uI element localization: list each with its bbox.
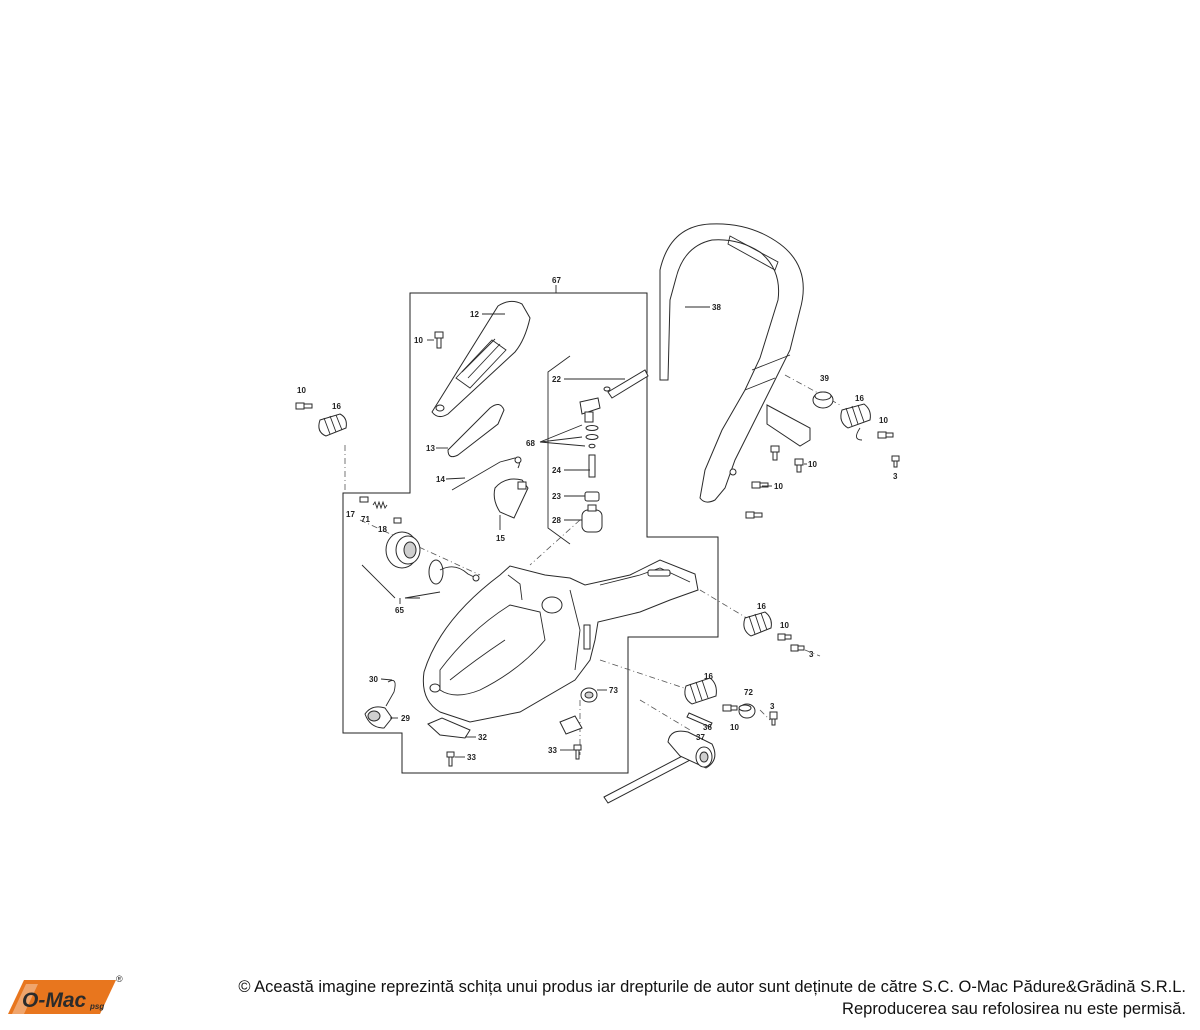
bolt-10-handle-b: [794, 458, 804, 473]
assembly-frame-67: [342, 292, 719, 774]
pin-17: [359, 496, 369, 503]
logo-shape: [8, 980, 116, 1014]
clip-33: [559, 715, 583, 735]
label-32: 32: [478, 733, 487, 742]
footer: O-Mac psg ® © Această imagine reprezintă…: [0, 962, 1200, 1030]
label-13: 13: [426, 444, 435, 453]
bolt-10-low: [722, 704, 738, 712]
copyright-notice: © Această imagine reprezintă schița unui…: [238, 976, 1186, 1020]
label-22: 22: [552, 375, 561, 384]
omac-logo: O-Mac psg ®: [8, 974, 123, 1014]
bolt-10-right: [877, 431, 894, 439]
label-33: 33: [467, 753, 476, 762]
av-spring-16-low: [684, 677, 717, 705]
label-16: 16: [855, 394, 864, 403]
av-spring-16-mid: [743, 611, 772, 637]
bolt-10-left: [295, 402, 313, 410]
pin-18: [393, 517, 402, 524]
fuel-fitting: [579, 397, 601, 415]
main-housing: [422, 559, 699, 723]
trigger-lever-13: [447, 404, 505, 458]
front-handle-38: [659, 223, 811, 503]
logo-text: O-Mac: [22, 989, 87, 1012]
label-68: 68: [526, 439, 535, 448]
registered-mark: ®: [116, 974, 123, 984]
nut-3-right: [891, 455, 900, 468]
label-65: 65: [395, 606, 404, 615]
cap-23: [584, 491, 600, 502]
wrench-37: [603, 730, 716, 804]
sleeve-39: [812, 391, 834, 409]
label-18: 18: [378, 525, 387, 534]
pin-36: [686, 712, 713, 728]
label-10: 10: [297, 386, 306, 395]
label-38: 38: [712, 303, 721, 312]
label-67: 67: [552, 276, 561, 285]
bolt-10-handle-c: [751, 481, 769, 489]
bracket-68: [547, 355, 571, 545]
label-16: 16: [704, 672, 713, 681]
label-12: 12: [470, 310, 479, 319]
grommet-73: [580, 687, 598, 703]
label-17: 17: [346, 510, 355, 519]
screw-33-right: [573, 744, 582, 760]
label-14: 14: [436, 475, 445, 484]
screw-33-left: [446, 751, 455, 767]
label-73: 73: [609, 686, 618, 695]
av-spring-16-left: [318, 413, 347, 437]
handle-cover-12: [431, 300, 531, 418]
av-spring-16-right: [840, 403, 871, 441]
tube-24: [588, 454, 596, 478]
label-30: 30: [369, 675, 378, 684]
label-10: 10: [808, 460, 817, 469]
primer-bulb-29: [364, 706, 393, 729]
logo-suffix: psg: [89, 1002, 104, 1011]
label-33: 33: [548, 746, 557, 755]
cover-32: [427, 717, 471, 739]
label-16: 16: [757, 602, 766, 611]
fuel-cap-65: [385, 531, 480, 585]
hose-30: [385, 679, 396, 707]
bolt-10-handle-d: [745, 511, 763, 519]
hose-22: [607, 369, 649, 399]
label-37: 37: [696, 733, 705, 742]
label-24: 24: [552, 466, 561, 475]
bolt-10-top: [434, 331, 444, 349]
label-10: 10: [780, 621, 789, 630]
label-10: 10: [730, 723, 739, 732]
label-36: 36: [703, 723, 712, 732]
label-3: 3: [770, 702, 775, 711]
copyright-line-2: Reproducerea sau refolosirea nu este per…: [842, 1000, 1186, 1018]
label-72: 72: [744, 688, 753, 697]
label-16: 16: [332, 402, 341, 411]
label-10: 10: [414, 336, 423, 345]
label-15: 15: [496, 534, 505, 543]
label-28: 28: [552, 516, 561, 525]
label-10: 10: [774, 482, 783, 491]
spring-71: [372, 500, 388, 510]
label-71: 71: [361, 515, 370, 524]
nut-3-mid: [790, 644, 805, 652]
label-29: 29: [401, 714, 410, 723]
fuel-filter-28: [581, 504, 603, 533]
exploded-parts-diagram: 67 12 10 10 16 13 14 15 22 68 24 23 28 1…: [295, 223, 900, 804]
bolt-10-mid: [777, 633, 792, 641]
bolt-10-handle-a: [770, 445, 780, 461]
label-10: 10: [879, 416, 888, 425]
label-23: 23: [552, 492, 561, 501]
buffer-72: [738, 703, 756, 719]
label-3: 3: [809, 650, 814, 659]
label-3: 3: [893, 472, 898, 481]
copyright-line-1: © Această imagine reprezintă schița unui…: [238, 978, 1186, 996]
nut-3-low: [769, 711, 778, 726]
label-39: 39: [820, 374, 829, 383]
